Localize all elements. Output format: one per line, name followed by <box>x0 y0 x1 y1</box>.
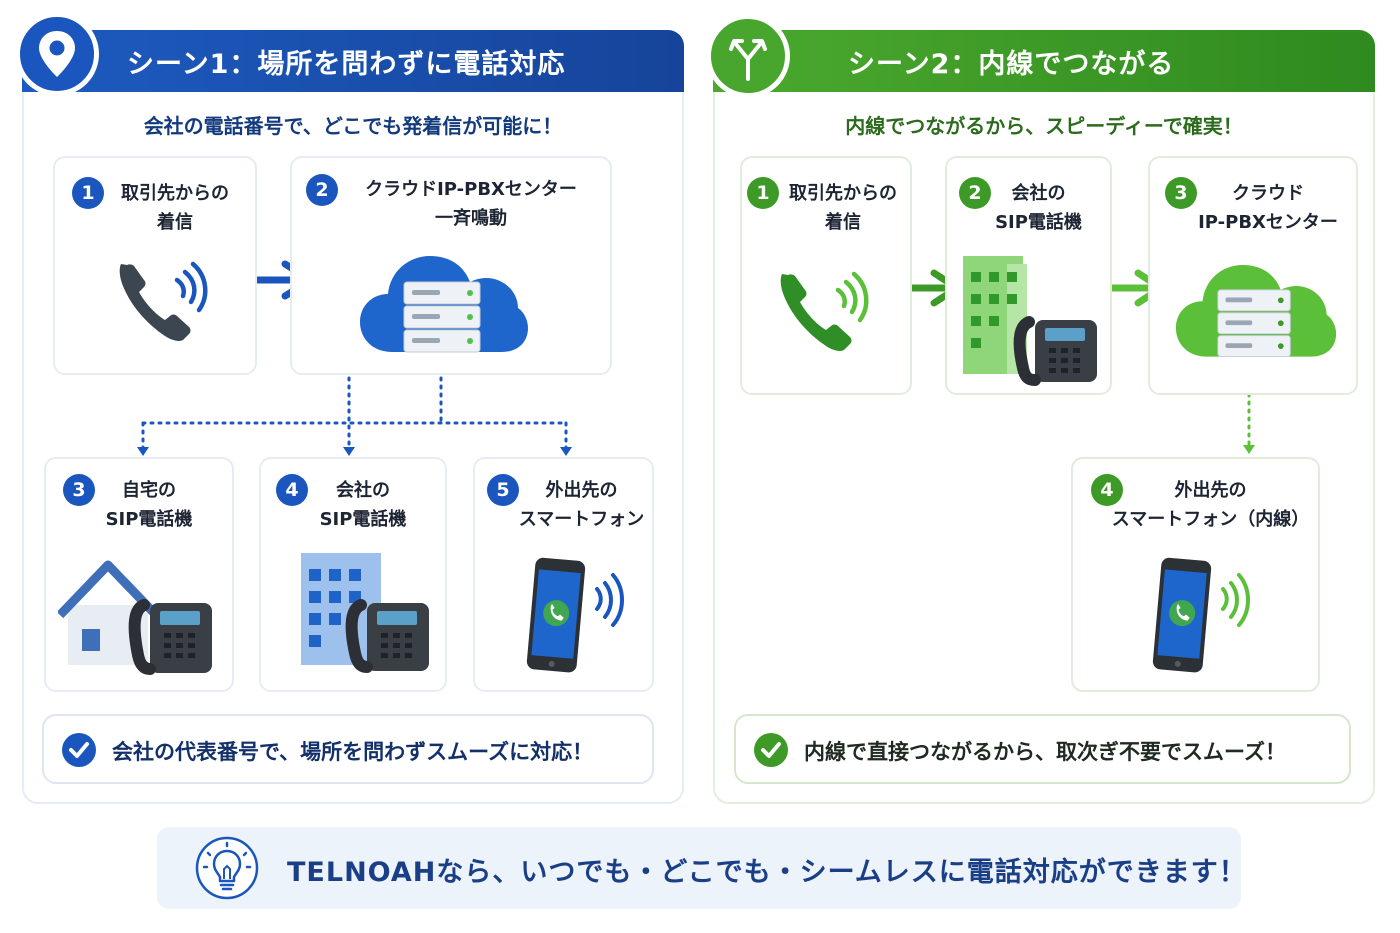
card-title-line: SIP電話機 <box>995 212 1082 233</box>
card-title-line: クラウドIP-PBXセンター <box>365 179 577 200</box>
cloud-server-icon <box>360 256 528 353</box>
card-title-line: スマートフォン <box>518 509 645 530</box>
card-title-line: SIP電話機 <box>105 509 193 530</box>
card-title-line: 着信 <box>157 212 193 233</box>
scene1-card-office-phone: 4 会社の SIP電話機 <box>259 457 447 692</box>
scene2-result-box: 内線で直接つながるから、取次ぎ不要でスムーズ！ <box>734 714 1351 784</box>
scene1-card-home-phone: 3 自宅の SIP電話機 <box>44 457 234 692</box>
server-rack <box>1217 289 1291 358</box>
phone-handset-icon <box>119 261 208 341</box>
lightbulb-icon <box>195 836 259 900</box>
step-number-2: 2 <box>306 174 338 206</box>
step-number-4: 4 <box>1091 474 1123 506</box>
desk-phone-icon <box>345 599 429 673</box>
card-title-line: 一斉鳴動 <box>435 208 507 229</box>
scene1-subtitle: 会社の電話番号で、どこでも発着信が可能に！ <box>143 114 563 138</box>
card-title-line: IP-PBXセンター <box>1198 212 1338 233</box>
server-rack <box>403 281 481 353</box>
desk-phone-icon <box>1013 316 1097 386</box>
step-number-1: 1 <box>747 177 779 209</box>
scene1-card-incoming-call: 1 取引先からの 着信 <box>53 156 257 375</box>
card-title-line: 着信 <box>825 212 861 233</box>
location-pin-icon <box>15 12 99 96</box>
card-title-line: スマートフォン（内線） <box>1111 509 1310 530</box>
check-icon <box>754 733 788 767</box>
smartphone-icon <box>526 557 624 673</box>
cloud-server-icon <box>1175 265 1337 358</box>
scene2-header: シーン2：内線でつながる <box>713 30 1375 92</box>
phone-handset-icon <box>780 271 869 351</box>
scene1-card-smartphone: 5 外出先の スマートフォン <box>473 457 654 692</box>
step-number-3: 3 <box>63 474 95 506</box>
scene2-card-office-phone: 2 会社の SIP電話機 <box>945 156 1112 395</box>
scene2-subtitle: 内線でつながるから、スピーディーで確実！ <box>845 114 1243 138</box>
scene2-card-incoming-call: 1 取引先からの 着信 <box>740 156 912 395</box>
card-title-line: 外出先の <box>1174 480 1247 501</box>
step-number-5: 5 <box>487 474 519 506</box>
card-title-line: 外出先の <box>545 480 618 501</box>
scene1-result-box: 会社の代表番号で、場所を問わずスムーズに対応！ <box>42 714 654 784</box>
footer-banner: TELNOAHなら、いつでも・どこでも・シームレスに電話対応ができます！ <box>157 827 1246 909</box>
step-number-3: 3 <box>1165 177 1197 209</box>
footer-text: TELNOAHなら、いつでも・どこでも・シームレスに電話対応ができます！ <box>287 857 1247 888</box>
branch-arrows-icon <box>706 14 790 98</box>
scene2-result-text: 内線で直接つながるから、取次ぎ不要でスムーズ！ <box>804 740 1286 764</box>
desk-phone-icon <box>128 599 212 675</box>
step-number-2: 2 <box>959 177 991 209</box>
scene2-card-cloud-pbx: 3 クラウド IP-PBXセンター <box>1148 156 1358 395</box>
check-icon <box>62 733 96 767</box>
card-title-line: 取引先からの <box>121 183 229 204</box>
smartphone-icon <box>1152 557 1250 673</box>
scene1-header: シーン1：場所を問わずに電話対応 <box>22 30 684 92</box>
card-title-line: 会社の <box>1011 183 1066 204</box>
scene2-card-smartphone: 4 外出先の スマートフォン（内線） <box>1071 457 1320 692</box>
scene1-result-text: 会社の代表番号で、場所を問わずスムーズに対応！ <box>112 740 594 764</box>
card-title-line: 会社の <box>336 480 390 501</box>
scene1-card-cloud-pbx: 2 クラウドIP-PBXセンター 一斉鳴動 <box>290 156 612 375</box>
step-number-4: 4 <box>276 474 308 506</box>
card-title-line: SIP電話機 <box>319 509 407 530</box>
step-number-1: 1 <box>72 177 104 209</box>
scene1-title: シーン1：場所を問わずに電話対応 <box>127 49 566 80</box>
card-title-line: 自宅の <box>122 480 176 501</box>
card-title-line: 取引先からの <box>789 183 897 204</box>
card-title-line: クラウド <box>1232 183 1304 204</box>
dotted-branch-connector <box>141 376 568 450</box>
scene2-title: シーン2：内線でつながる <box>848 49 1175 80</box>
